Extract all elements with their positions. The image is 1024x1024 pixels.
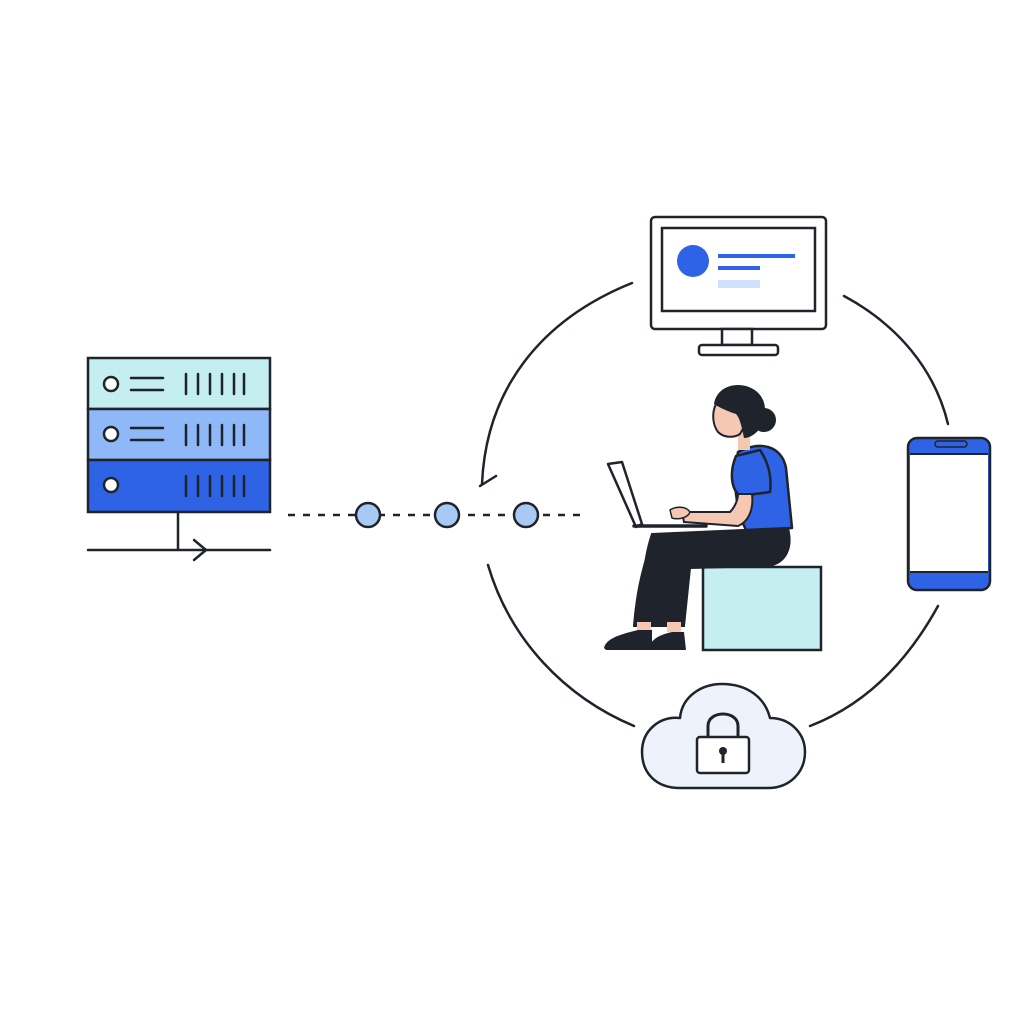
ring-arc-bottom-right [808, 604, 940, 728]
profile-avatar-icon [677, 245, 709, 277]
server-vent-icon [184, 474, 246, 498]
server-unit-bottom [86, 458, 272, 514]
cloud-lock-icon [640, 682, 807, 790]
ring-arc-tick [478, 474, 498, 488]
phone-screen [910, 454, 988, 572]
server-led-icon [102, 476, 120, 494]
person-with-laptop-icon [604, 384, 794, 650]
laptop-screen [606, 460, 644, 529]
server-led-icon [102, 375, 120, 393]
smartphone-icon [906, 436, 992, 592]
hair-bun [752, 408, 776, 432]
connection-ring [480, 281, 950, 728]
server-rack-icon [86, 356, 272, 562]
network-node [512, 501, 540, 529]
seat-block [701, 565, 823, 652]
desktop-monitor-icon [649, 215, 828, 357]
server-vent-icon [184, 423, 246, 447]
arrow-right-icon [192, 538, 208, 562]
network-link-icon [288, 501, 588, 529]
shoe-icon [604, 630, 652, 650]
network-node [433, 501, 461, 529]
person-hair [714, 384, 766, 438]
network-node [354, 501, 382, 529]
shoe-icon [648, 632, 686, 650]
server-vent-icon [184, 372, 246, 396]
ring-arc-top-left [480, 281, 634, 486]
lock-shackle [706, 712, 740, 740]
server-led-icon [102, 425, 120, 443]
ring-arc-top-right [842, 294, 950, 426]
person-arm [680, 493, 754, 528]
ring-arc-bottom-left [486, 563, 636, 728]
